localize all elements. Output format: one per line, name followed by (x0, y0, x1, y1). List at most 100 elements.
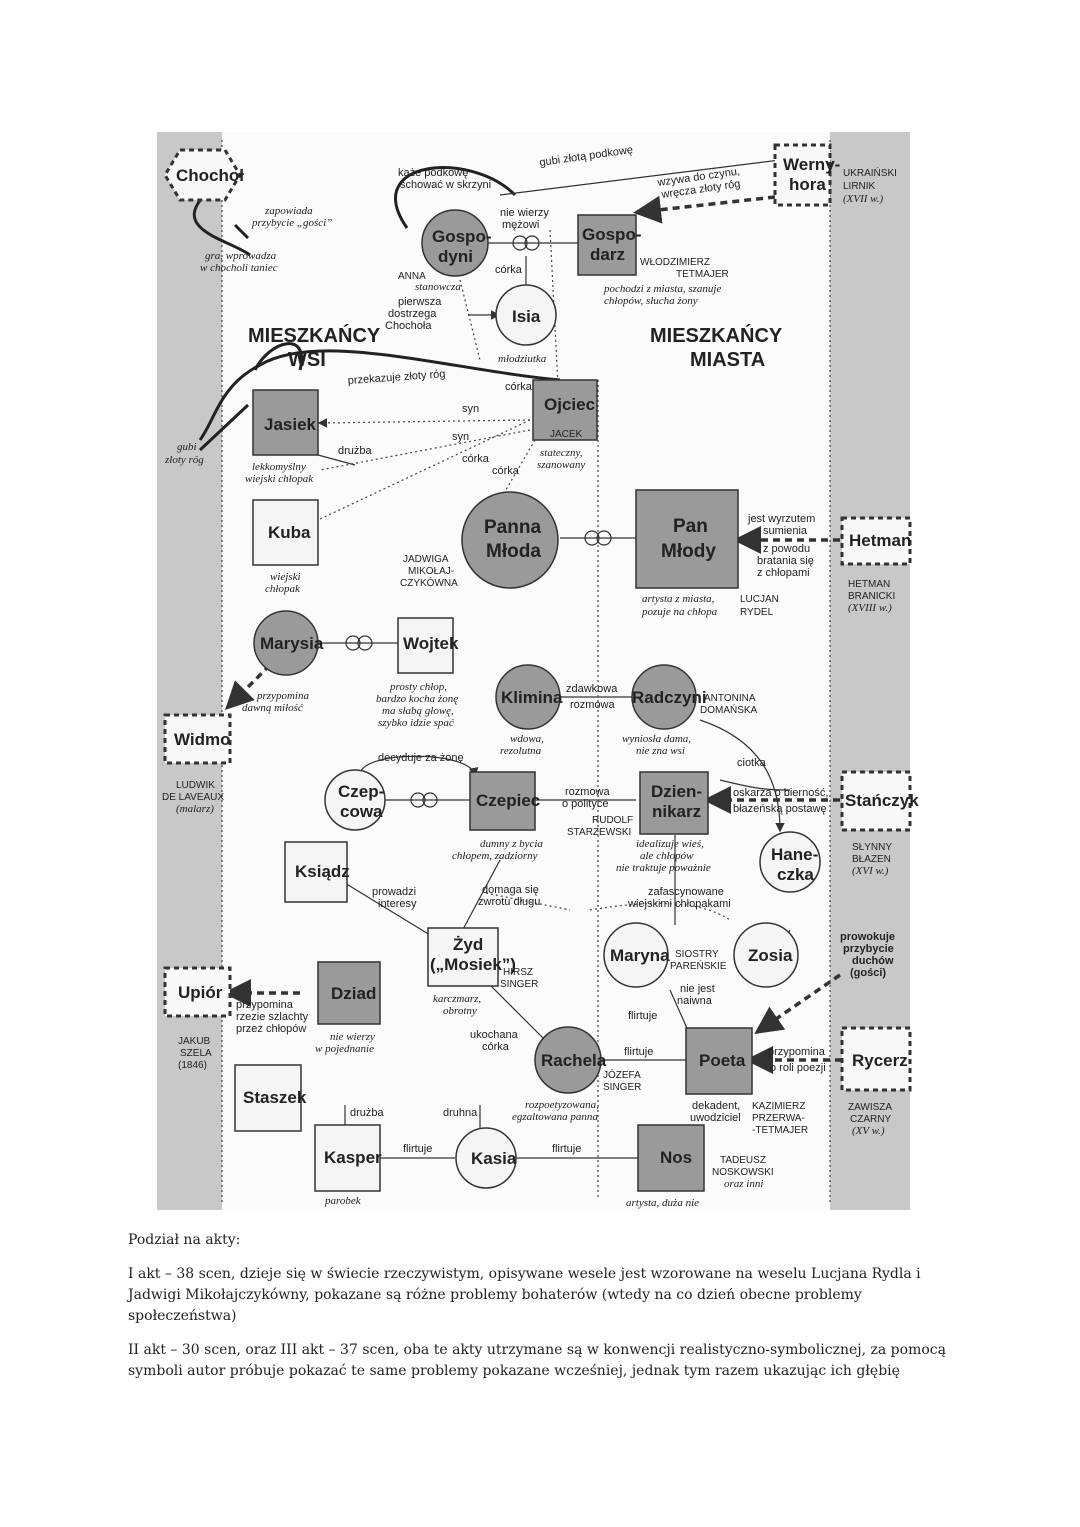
svg-text:nie zna wsi: nie zna wsi (636, 745, 685, 757)
svg-text:córka: córka (462, 453, 490, 465)
svg-text:Chochoła: Chochoła (385, 320, 432, 332)
svg-text:SIOSTRY: SIOSTRY (675, 949, 719, 960)
svg-text:chłopem, zadziorny: chłopem, zadziorny (452, 850, 538, 862)
svg-text:dawną miłość: dawną miłość (242, 702, 304, 714)
character-kuba: Kuba (252, 499, 319, 566)
svg-text:ma słabą głowę,: ma słabą głowę, (382, 705, 454, 717)
svg-text:cowa: cowa (340, 802, 383, 821)
svg-text:nie jest: nie jest (680, 983, 715, 995)
svg-text:o polityce: o polityce (562, 798, 608, 810)
character-gospodyni: Gospo- dyni (421, 209, 492, 277)
svg-text:Gospo-: Gospo- (582, 225, 642, 244)
svg-text:złoty róg: złoty róg (164, 454, 204, 466)
svg-text:Zosia: Zosia (748, 946, 793, 965)
svg-text:Gospo-: Gospo- (432, 227, 492, 246)
svg-text:WŁODZIMIERZ: WŁODZIMIERZ (640, 257, 710, 268)
svg-text:(XVIII w.): (XVIII w.) (848, 602, 892, 614)
svg-text:Młody: Młody (661, 541, 716, 562)
svg-text:wyniosła dama,: wyniosła dama, (622, 733, 691, 745)
character-zosia: Zosia (733, 922, 799, 988)
svg-text:błazeńską postawę: błazeńską postawę (733, 803, 827, 815)
svg-text:rozpoetyzowana,: rozpoetyzowana, (525, 1099, 599, 1111)
character-upior: Upiór (163, 966, 232, 1018)
character-wernyhora: Werny- hora (773, 143, 840, 207)
svg-text:wiejski chłopak: wiejski chłopak (245, 473, 314, 485)
svg-text:Czep-: Czep- (338, 782, 384, 801)
acts-notes: Podział na akty: I akt – 38 scen, dzieje… (128, 1230, 973, 1395)
character-czepiec: Czepiec (469, 771, 540, 831)
relationship-annotations: każe podkowę schować w skrzyni gubi złot… (164, 144, 895, 1209)
svg-text:rzezie szlachty: rzezie szlachty (236, 1011, 309, 1023)
zone-city-line1: MIESZKAŃCY (650, 324, 783, 347)
svg-text:drużba: drużba (350, 1107, 385, 1119)
svg-text:przez chłopów: przez chłopów (236, 1023, 306, 1035)
svg-text:stateczny,: stateczny, (540, 447, 583, 459)
svg-text:córka: córka (482, 1041, 510, 1053)
character-kasia: Kasia (455, 1127, 517, 1189)
svg-text:córka: córka (505, 381, 533, 393)
svg-text:oskarża o bierność,: oskarża o bierność, (733, 787, 828, 799)
svg-text:HIRSZ: HIRSZ (503, 967, 533, 978)
svg-text:Żyd: Żyd (453, 935, 483, 954)
svg-text:przypomina: przypomina (768, 1046, 826, 1058)
svg-text:Dziad: Dziad (331, 984, 376, 1003)
svg-text:interesy: interesy (378, 898, 417, 910)
svg-text:STARZEWSKI: STARZEWSKI (567, 827, 631, 838)
svg-text:wiejskimi chłopakami: wiejskimi chłopakami (627, 898, 731, 910)
svg-text:Staszek: Staszek (243, 1088, 307, 1107)
svg-text:Czepiec: Czepiec (476, 791, 540, 810)
svg-text:czka: czka (777, 865, 814, 884)
svg-text:druhna: druhna (443, 1107, 478, 1119)
svg-text:Ojciec: Ojciec (544, 395, 595, 414)
svg-text:dyni: dyni (438, 247, 473, 266)
svg-text:CZYKÓWNA: CZYKÓWNA (400, 576, 458, 589)
real-people-labels: UKRAIŃSKI LIRNIK (XVII w.) ANNA WŁODZIMI… (162, 166, 897, 1190)
svg-text:ciotka: ciotka (737, 757, 767, 769)
svg-text:prosty chłop,: prosty chłop, (389, 681, 447, 693)
svg-text:gra, wprowadza: gra, wprowadza (205, 250, 277, 262)
svg-text:JÓZEFA: JÓZEFA (603, 1068, 641, 1081)
character-czepcowa: Czep- cowa (324, 769, 386, 831)
svg-text:zafascynowane: zafascynowane (648, 886, 724, 898)
character-widmo: Widmo (163, 713, 232, 765)
zone-village-line2: WSI (288, 349, 326, 371)
svg-text:karczmarz,: karczmarz, (433, 993, 481, 1005)
svg-text:JACEK: JACEK (550, 429, 583, 440)
character-wojtek: Wojtek (397, 617, 459, 674)
svg-text:w chocholi taniec: w chocholi taniec (200, 262, 278, 274)
svg-text:Poeta: Poeta (699, 1051, 746, 1070)
svg-text:Radczyni: Radczyni (632, 688, 707, 707)
svg-text:o roli poezji: o roli poezji (770, 1062, 826, 1074)
svg-text:Stańczyk: Stańczyk (845, 791, 919, 810)
svg-text:Kuba: Kuba (268, 523, 311, 542)
character-rachela: Rachela (534, 1026, 607, 1094)
svg-text:ale chłopów: ale chłopów (640, 850, 694, 862)
svg-text:Kasia: Kasia (471, 1149, 517, 1168)
svg-text:nie traktuje poważnie: nie traktuje poważnie (616, 862, 711, 874)
svg-text:chłopak: chłopak (265, 583, 301, 595)
svg-text:ANTONINA: ANTONINA (704, 693, 756, 704)
svg-text:zwrotu długu: zwrotu długu (478, 896, 540, 908)
svg-text:rozmowa: rozmowa (565, 786, 611, 798)
svg-text:Werny-: Werny- (783, 155, 840, 174)
character-dziennikarz: Dzien- nikarz (639, 771, 709, 835)
svg-text:wdowa,: wdowa, (510, 733, 544, 745)
notes-heading: Podział na akty: (128, 1232, 241, 1248)
svg-text:Rycerz: Rycerz (852, 1051, 908, 1070)
svg-text:(gości): (gości) (850, 967, 886, 979)
svg-text:przybycie „gości”: przybycie „gości” (251, 217, 332, 229)
svg-text:SŁYNNY: SŁYNNY (852, 842, 892, 853)
svg-text:oraz inni: oraz inni (724, 1178, 763, 1190)
svg-text:Młoda: Młoda (486, 541, 541, 562)
svg-text:duchów: duchów (852, 955, 894, 967)
svg-text:PRZERWA-: PRZERWA- (752, 1113, 805, 1124)
svg-text:(malarz): (malarz) (176, 803, 214, 815)
svg-text:nikarz: nikarz (652, 802, 701, 821)
svg-text:naiwna: naiwna (677, 995, 713, 1007)
character-poeta: Poeta (685, 1027, 753, 1095)
svg-text:Rachela: Rachela (541, 1051, 607, 1070)
svg-text:RYDEL: RYDEL (740, 607, 774, 618)
svg-text:(XV w.): (XV w.) (852, 1125, 885, 1137)
svg-text:JAKUB: JAKUB (178, 1036, 211, 1047)
character-ojciec: Ojciec (532, 379, 598, 441)
